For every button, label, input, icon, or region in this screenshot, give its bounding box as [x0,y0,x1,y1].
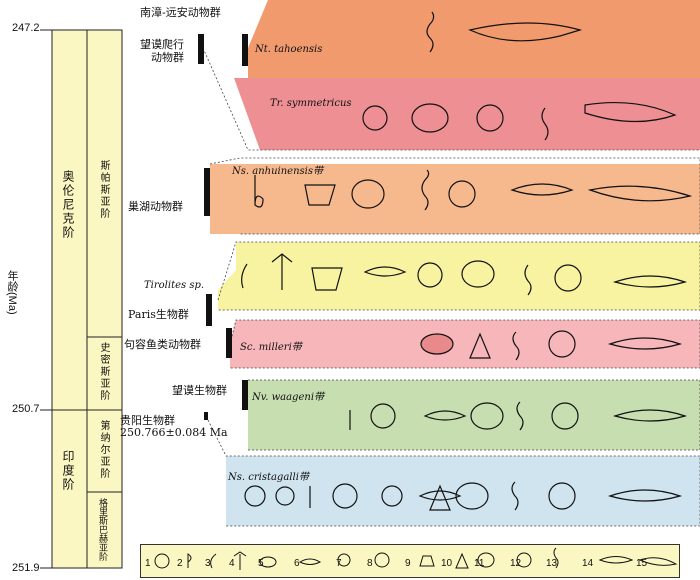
zone-cristagalli: Ns. cristagalli带 [228,472,309,483]
age-bottom: 251.9 [12,562,40,574]
legend-14: 14 [582,558,594,569]
fauna-nanzhang: 南漳-远安动物群 [140,6,221,19]
legend-10: 10 [441,558,453,569]
age-top: 247.2 [12,22,40,34]
legend-icons [154,547,678,570]
legend-9: 9 [405,558,411,569]
substage-smithian: 史密斯亚阶 [98,342,109,402]
zone-milleri: Sc. milleri带 [240,342,302,353]
substage-spathian: 斯帕斯亚阶 [98,160,109,220]
fauna-paris: Paris生物群 [128,308,189,321]
fauna-chaohu: 巢湖动物群 [128,200,183,213]
y-axis-label: 年龄(Ma) [6,270,18,315]
legend-6: 6 [294,558,300,569]
fauna-jurong: 句容鱼类动物群 [124,338,201,351]
zone-tirolites: Tirolites sp. [144,280,205,291]
band-wangmo-biota [248,379,700,451]
legend-2: 2 [177,558,183,569]
age-mid: 250.7 [12,403,40,415]
legend-3: 3 [205,558,211,569]
guiyang-age: 250.766±0.084 Ma [120,426,228,439]
band-nanzhang [248,0,700,78]
strat-column [0,0,140,580]
fauna-wangmo-biota: 望谟生物群 [172,384,227,397]
fauna-guiyang: 贵阳生物群 [120,414,175,427]
band-jurong [229,319,700,369]
legend-4: 4 [229,558,235,569]
zone-waageni: Nv. waageni带 [252,392,325,403]
legend-12: 12 [510,558,522,569]
zone-anhuinensis: Ns. anhuinensis带 [232,166,323,177]
substage-dienerian: 第纳尔亚阶 [98,420,109,480]
legend-15: 15 [636,558,648,569]
zone-symmetricus: Tr. symmetricus [270,98,352,109]
legend-13: 13 [546,558,558,569]
stage-olenekian: 奥伦尼克阶 [61,170,75,240]
legend-8: 8 [367,558,373,569]
band-paris [217,241,700,311]
fauna-wangmo-reptile: 望谟爬行 动物群 [140,38,184,64]
band-chaohu [209,157,700,235]
stage-induan: 印度阶 [61,450,75,492]
legend-box [140,544,680,578]
zone-tahoensis: Nt. tahoensis [255,44,323,55]
legend-1: 1 [145,558,151,569]
substage-griesbachian: 格里斯巴赫亚阶 [97,498,107,561]
band-wangmo-reptile [202,47,700,151]
